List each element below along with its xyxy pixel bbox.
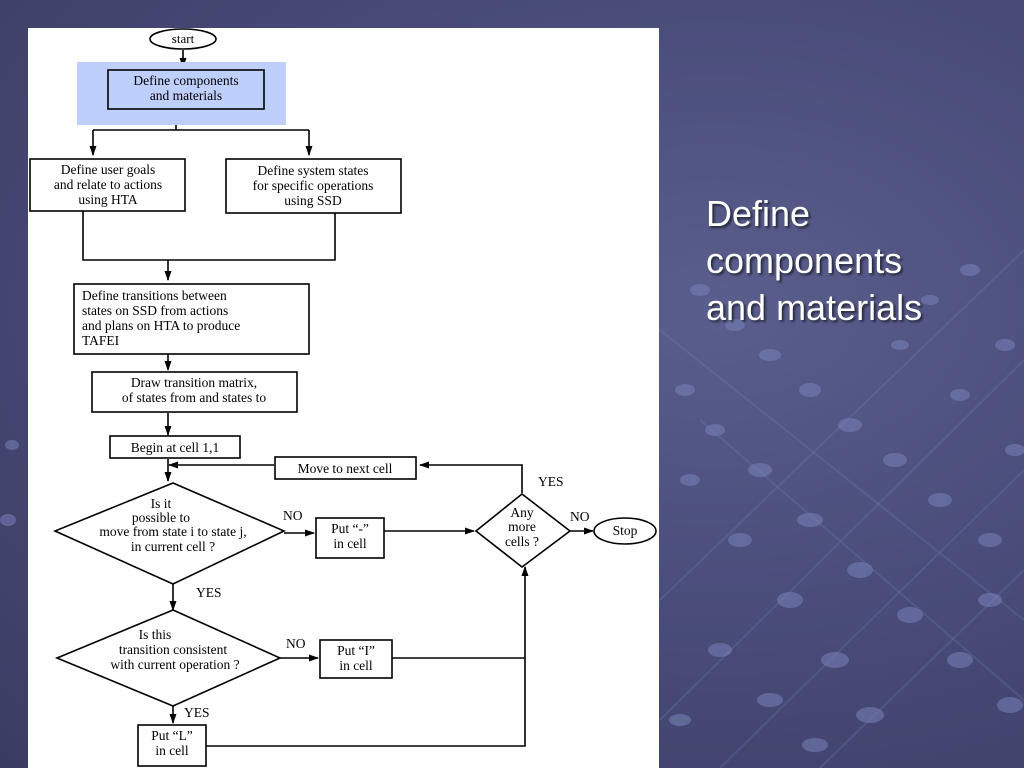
user-goals-line-1: Define user goals (61, 162, 155, 177)
put-l-line-1: Put “L” (151, 728, 193, 743)
yes-label-2: YES (538, 474, 564, 489)
put-i-line-2: in cell (339, 658, 373, 673)
matrix-line-1: Draw transition matrix, (131, 375, 257, 390)
flowchart: start Define components and materials De… (29, 28, 657, 767)
no-label-2: NO (570, 509, 590, 524)
yes-label-1: YES (196, 585, 222, 600)
transitions-line-1: Define transitions between (82, 288, 227, 303)
possible-line-1: Is it (151, 496, 172, 511)
user-goals-line-3: using HTA (78, 192, 138, 207)
put-i-box: Put “I” in cell (319, 639, 393, 679)
flowchart-panel: start Define components and materials De… (28, 28, 659, 768)
consistent-decision: Is this transition consistent with curre… (54, 609, 282, 707)
system-states-box: Define system states for specific operat… (225, 158, 402, 214)
consistent-line-1: Is this (139, 627, 172, 642)
consistent-line-2: transition consistent (119, 642, 228, 657)
system-states-line-3: using SSD (284, 193, 342, 208)
more-cells-line-2: more (508, 519, 536, 534)
begin-box: Begin at cell 1,1 (109, 435, 241, 459)
put-dash-line-2: in cell (333, 536, 367, 551)
define-components-box: Define components and materials (77, 62, 286, 125)
next-cell-label: Move to next cell (298, 461, 393, 476)
put-dash-line-1: Put “-” (331, 521, 369, 536)
system-states-line-2: for specific operations (253, 178, 374, 193)
transitions-line-3: and plans on HTA to produce (82, 318, 240, 333)
put-dash-box: Put “-” in cell (315, 517, 385, 559)
slide-title-line-1: Define (706, 193, 811, 234)
slide-title-line-2: components (706, 240, 903, 281)
possible-line-4: in current cell ? (131, 539, 215, 554)
possible-line-3: move from state i to state j, (99, 524, 246, 539)
slide-title-line-3: and materials (706, 287, 923, 328)
no-label-3: NO (286, 636, 306, 651)
start-terminal: start (149, 28, 217, 50)
no-label-1: NO (283, 508, 303, 523)
matrix-box: Draw transition matrix, of states from a… (91, 371, 298, 413)
transitions-line-4: TAFEI (82, 333, 120, 348)
user-goals-box: Define user goals and relate to actions … (29, 158, 186, 212)
yes-label-3: YES (184, 705, 210, 720)
next-cell-box: Move to next cell (274, 456, 417, 480)
define-components-line-2: and materials (150, 88, 222, 103)
more-cells-line-3: cells ? (505, 534, 539, 549)
stop-terminal: Stop (593, 517, 657, 545)
begin-label: Begin at cell 1,1 (131, 440, 219, 455)
slide-title: Define components and materials (706, 190, 1006, 331)
matrix-line-2: of states from and states to (122, 390, 267, 405)
transitions-box: Define transitions between states on SSD… (73, 283, 310, 355)
put-l-line-2: in cell (155, 743, 189, 758)
consistent-line-3: with current operation ? (110, 657, 239, 672)
put-l-box: Put “L” in cell (137, 724, 207, 767)
start-label: start (172, 31, 195, 46)
stop-label: Stop (613, 523, 638, 538)
more-cells-line-1: Any (510, 505, 533, 520)
transitions-line-2: states on SSD from actions (82, 303, 228, 318)
put-i-line-1: Put “I” (337, 643, 375, 658)
more-cells-decision: Any more cells ? (474, 492, 572, 569)
user-goals-line-2: and relate to actions (54, 177, 162, 192)
possible-decision: Is it possible to move from state i to s… (52, 482, 286, 585)
system-states-line-1: Define system states (258, 163, 369, 178)
define-components-line-1: Define components (133, 73, 238, 88)
possible-line-2: possible to (132, 510, 190, 525)
